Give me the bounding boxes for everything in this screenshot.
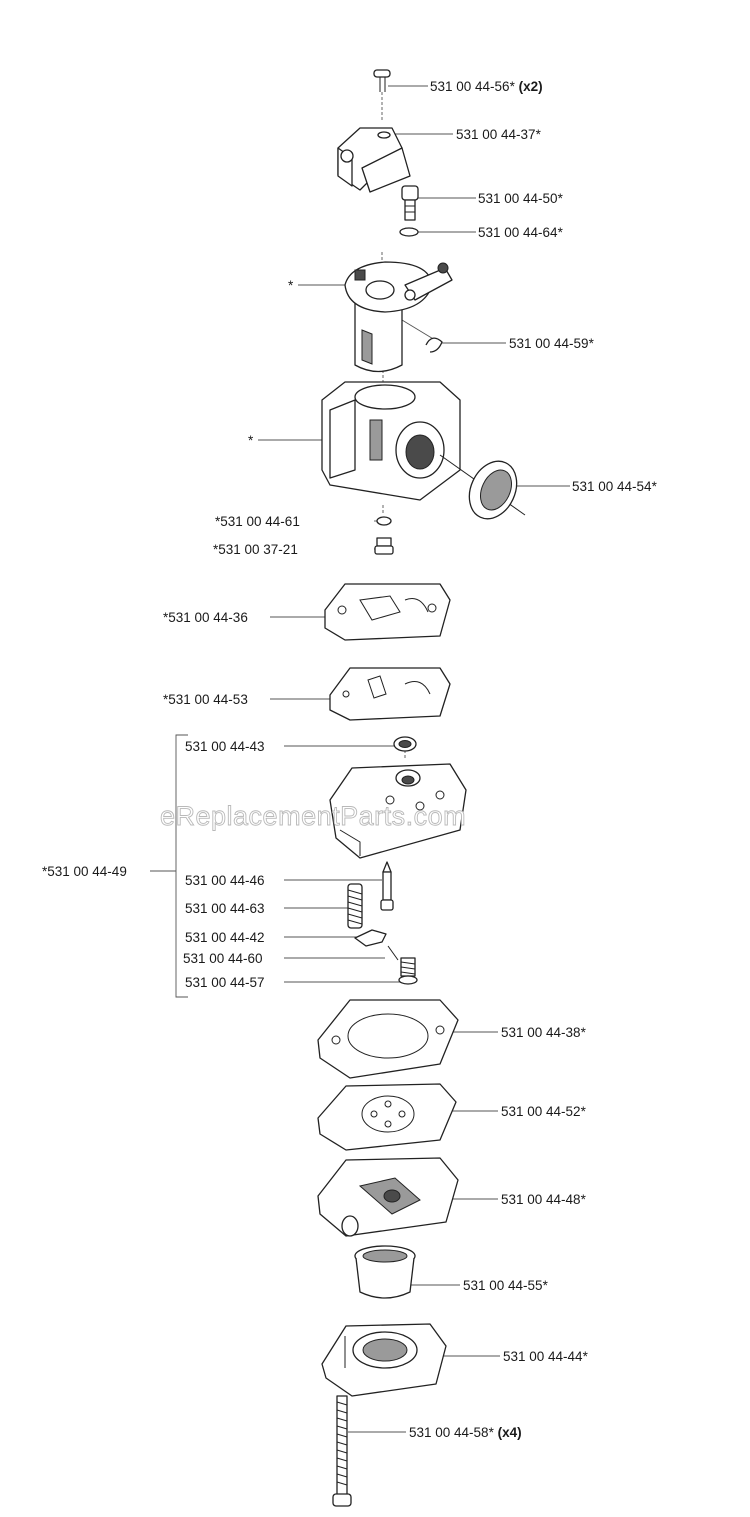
o-ring-small-part bbox=[399, 227, 419, 237]
leader-lines bbox=[150, 85, 570, 1433]
gasket-3-part bbox=[317, 999, 459, 1079]
part-number-label: *531 00 44-53 bbox=[163, 692, 248, 707]
pump-cover-part bbox=[317, 1157, 459, 1237]
part-number-label: *531 00 37-21 bbox=[213, 542, 298, 557]
clip-part bbox=[425, 337, 443, 353]
part-number-label: 531 00 44-38* bbox=[501, 1025, 587, 1040]
carb-body-part bbox=[321, 381, 526, 516]
bracket-part bbox=[337, 127, 411, 193]
pin-part bbox=[387, 945, 399, 961]
part-number-label: * bbox=[288, 278, 294, 293]
welch-plug-part bbox=[393, 736, 417, 752]
o-ring-lower-part bbox=[376, 516, 392, 526]
callout-labels: 531 00 44-56* (x2) 531 00 44-37* 531 00 … bbox=[42, 79, 658, 1440]
screw-top-part bbox=[373, 69, 391, 92]
bulb-retainer-part bbox=[321, 1323, 447, 1397]
part-number-label: 531 00 44-56* (x2) bbox=[430, 79, 543, 94]
part-number-label: 531 00 44-37* bbox=[456, 127, 542, 142]
metering-body-part bbox=[329, 763, 467, 859]
part-number-label: 531 00 44-58* (x4) bbox=[409, 1425, 522, 1440]
long-screw-part bbox=[332, 1395, 352, 1507]
gasket-2-part bbox=[329, 667, 451, 721]
part-number-label: *531 00 44-49 bbox=[42, 864, 127, 879]
part-number-label: * bbox=[248, 433, 254, 448]
kit-bracket bbox=[175, 734, 188, 998]
part-number-label: 531 00 44-46 bbox=[185, 873, 265, 888]
lever-screw-part bbox=[398, 957, 418, 985]
lever-part bbox=[354, 929, 387, 947]
part-number-label: 531 00 44-64* bbox=[478, 225, 564, 240]
plug-screw-part bbox=[374, 537, 394, 555]
part-number-label: 531 00 44-55* bbox=[463, 1278, 549, 1293]
part-number-label: 531 00 44-60 bbox=[183, 951, 263, 966]
part-number-label: 531 00 44-48* bbox=[501, 1192, 587, 1207]
part-number-label: 531 00 44-54* bbox=[572, 479, 658, 494]
primer-bulb-part bbox=[354, 1245, 416, 1299]
watermark-text: eReplacementParts.com bbox=[160, 801, 466, 831]
part-number-label: *531 00 44-61 bbox=[215, 514, 300, 529]
part-number-label: 531 00 44-52* bbox=[501, 1104, 587, 1119]
needle-part bbox=[380, 861, 394, 911]
part-number-label: *531 00 44-36 bbox=[163, 610, 248, 625]
part-number-label: 531 00 44-43 bbox=[185, 739, 265, 754]
throttle-assembly-part bbox=[344, 261, 453, 373]
spring-part bbox=[347, 883, 363, 929]
part-number-label: 531 00 44-63 bbox=[185, 901, 265, 916]
adjust-screw-part bbox=[401, 185, 419, 221]
part-number-label: 531 00 44-57 bbox=[185, 975, 265, 990]
seal-ring-part bbox=[468, 460, 518, 520]
part-number-label: 531 00 44-50* bbox=[478, 191, 564, 206]
gasket-1-part bbox=[324, 583, 451, 641]
part-number-label: 531 00 44-44* bbox=[503, 1349, 589, 1364]
part-number-label: 531 00 44-42 bbox=[185, 930, 265, 945]
part-number-label: 531 00 44-59* bbox=[509, 336, 595, 351]
diaphragm-part bbox=[317, 1083, 457, 1151]
